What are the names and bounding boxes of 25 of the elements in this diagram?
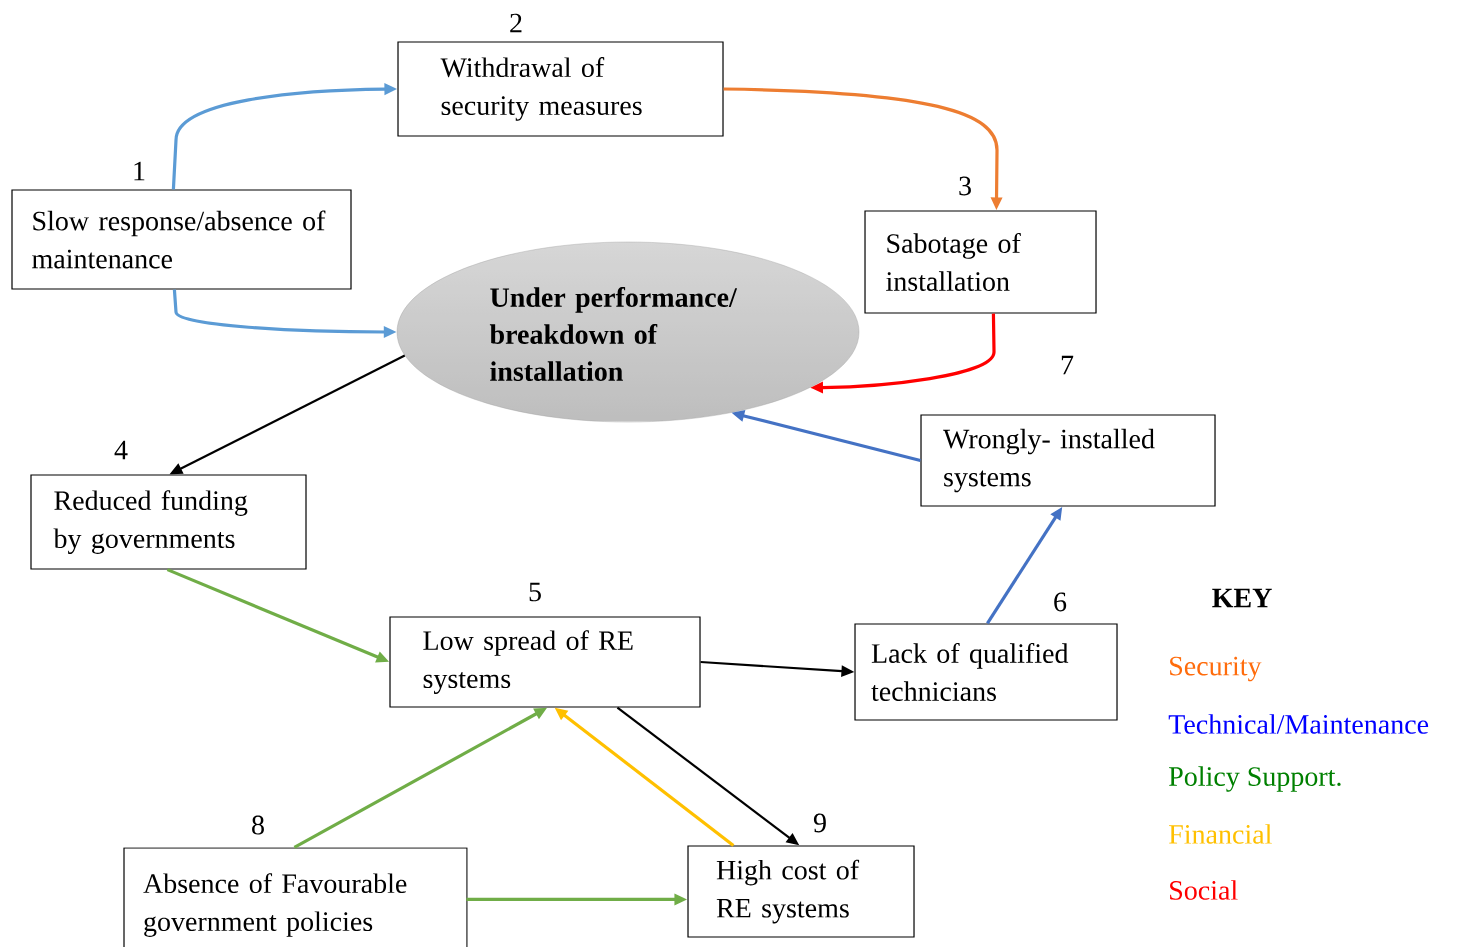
legend-entry: Policy Support. xyxy=(1169,766,1341,792)
node-number: 7 xyxy=(1061,355,1074,375)
node-number: 5 xyxy=(529,582,541,602)
node-text: Under performance/ breakdown of installation xyxy=(489,287,738,381)
node-number: 4 xyxy=(114,440,128,460)
legend-entry: Security xyxy=(1170,656,1262,682)
process-box: Withdrawal of security measures xyxy=(397,41,724,137)
process-box: Reduced funding by governments xyxy=(30,474,307,570)
process-box: High cost of RE systems xyxy=(687,845,915,938)
legend-heading: KEY xyxy=(1212,588,1272,608)
process-box: Low spread of RE systems xyxy=(389,616,701,708)
node-number: 2 xyxy=(510,13,522,33)
node-number: 6 xyxy=(1054,592,1067,612)
process-box: Absence of Favourable government policies xyxy=(123,847,468,947)
process-box: Slow response/absence of maintenance xyxy=(11,189,352,290)
legend-entry: Financial xyxy=(1169,824,1272,844)
process-box: Wrongly- installed systems xyxy=(920,414,1216,507)
process-box: Lack of qualified technicians xyxy=(854,623,1118,721)
node-number: 9 xyxy=(813,813,826,833)
node-number: 3 xyxy=(959,176,971,196)
node-number: 1 xyxy=(134,161,145,181)
process-box: Sabotage of installation xyxy=(864,210,1097,314)
legend-entry: Technical/Maintenance xyxy=(1168,714,1429,734)
legend-entry: Social xyxy=(1170,880,1238,900)
node-number: 8 xyxy=(252,815,264,835)
